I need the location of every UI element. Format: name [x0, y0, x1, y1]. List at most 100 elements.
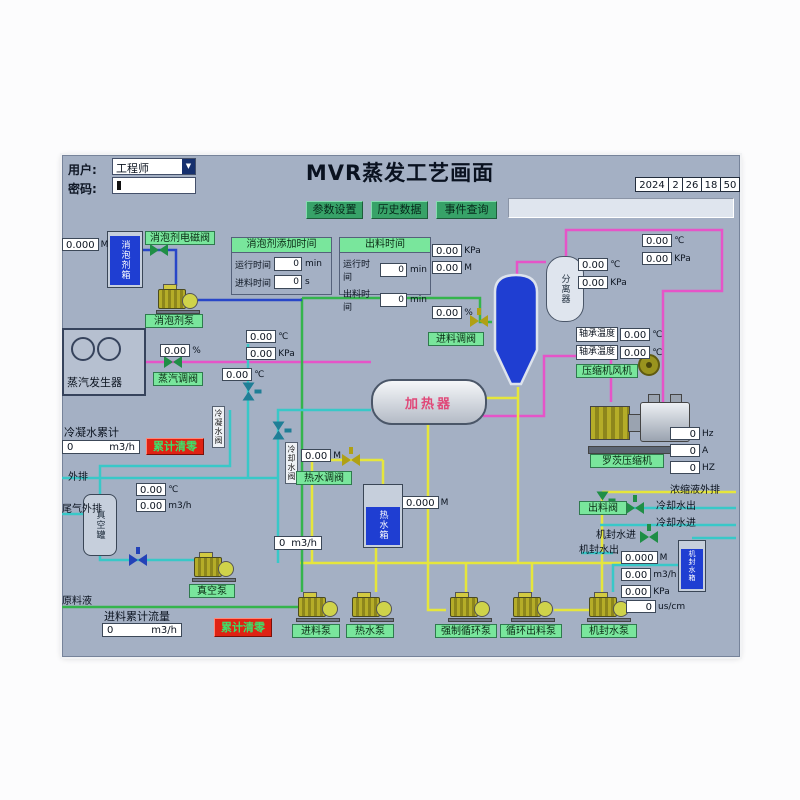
discharge-valve-label: 出料阀	[579, 501, 627, 515]
antifoam-run-value: 0	[274, 257, 303, 271]
hot-water-valve-label: 热水调阀	[296, 471, 352, 485]
hot-water-pump-label: 热水泵	[346, 624, 394, 638]
vacuum-valve[interactable]	[129, 547, 147, 567]
burner-circle-2	[97, 337, 121, 361]
history-button[interactable]: 历史数据	[371, 201, 428, 219]
user-value: 工程师	[116, 162, 149, 175]
antifoam-run-unit: min	[305, 259, 322, 269]
antifoam-run-label: 运行时间	[235, 260, 272, 271]
roots-compressor-label: 罗茨压缩机	[590, 454, 664, 468]
separator-label: 分离器	[559, 274, 570, 304]
exhaust-temp-display: 0.00℃	[136, 483, 178, 496]
seal-water-in-label: 机封水进	[596, 530, 636, 541]
password-label: 密码:	[68, 182, 97, 196]
circulation-discharge-pump-label: 循环出料泵	[500, 624, 562, 638]
seal-tank-label: 机封水箱	[688, 550, 696, 582]
antifoam-valve-label: 消泡剂电磁阀	[145, 231, 215, 245]
seal-water-pump-label: 机封水泵	[581, 624, 637, 638]
discharge-out-value: 0	[380, 293, 408, 307]
cooling-out-valve[interactable]	[626, 495, 644, 515]
text-caret	[117, 181, 121, 190]
feed-pump[interactable]	[296, 592, 340, 622]
datetime-display: 2024 2 26 18 50	[635, 177, 740, 192]
discharge-timer-panel: 出料时间 运行时间 0 min 出料时间 0 min	[339, 237, 431, 313]
chevron-down-icon[interactable]: ▼	[182, 159, 195, 174]
compressor-in-temp-display: 0.00℃	[578, 258, 620, 271]
feed-valve-label: 进料调阀	[428, 332, 484, 346]
vacuum-pump-label: 真空泵	[189, 584, 235, 598]
condensate-valve[interactable]	[242, 383, 262, 401]
date-month: 2	[668, 177, 683, 192]
feed-reset-button[interactable]: 累计清零	[214, 618, 272, 637]
cooling-valve[interactable]	[272, 422, 292, 440]
user-label: 用户:	[68, 163, 97, 177]
condensate-valve-vlabel: 冷凝水阀	[212, 406, 225, 448]
time-hour: 18	[701, 177, 721, 192]
discharge-run-label: 运行时间	[343, 260, 371, 283]
heater-vessel[interactable]: 加热器	[371, 379, 487, 425]
antifoam-tank[interactable]: 消泡剂箱	[107, 231, 143, 288]
compressor-fan-label: 压缩机风机	[576, 364, 638, 378]
page-title: MVR蒸发工艺画面	[305, 161, 495, 185]
feed-total-label: 进料累计流量	[104, 610, 170, 623]
hot-water-tank[interactable]: 热水箱	[363, 484, 403, 548]
hot-water-pump[interactable]	[350, 592, 394, 622]
forced-circulation-pump[interactable]	[448, 592, 492, 622]
condensate-reset-button[interactable]: 累计清零	[146, 438, 204, 455]
concentrate-discharge-label: 浓缩液外排	[670, 485, 720, 496]
antifoam-solenoid-valve[interactable]	[150, 237, 168, 257]
forced-circulation-pump-label: 强制循环泵	[435, 624, 497, 638]
top-right-temp-display: 0.00℃	[642, 234, 684, 247]
antifoam-feed-unit: s	[305, 277, 310, 287]
antifoam-tank-fill	[110, 236, 140, 285]
cooling-water-in-label: 冷却水进	[656, 518, 696, 529]
seal-in-valve[interactable]	[640, 524, 658, 544]
discharge-run-value: 0	[380, 263, 408, 277]
hot-water-valve[interactable]	[342, 447, 360, 467]
evap-percent-display: 0.00%	[432, 306, 473, 319]
hot-water-tank-label: 热水箱	[377, 510, 388, 540]
antifoam-pump[interactable]	[156, 284, 200, 314]
antifoam-timer-panel: 消泡剂添加时间 运行时间 0 min 进料时间 0 s	[231, 237, 332, 295]
vacuum-pump[interactable]	[192, 552, 236, 582]
discharge-out-label: 出料时间	[343, 290, 371, 313]
events-button[interactable]: 事件查询	[436, 201, 497, 219]
params-button[interactable]: 参数设置	[306, 201, 363, 219]
password-input[interactable]	[112, 177, 196, 194]
antifoam-feed-label: 进料时间	[235, 278, 272, 289]
time-minute: 50	[720, 177, 740, 192]
steam-generator[interactable]: 蒸汽发生器	[62, 328, 146, 396]
steam-valve-label: 蒸汽调阀	[153, 372, 203, 386]
evaporator-vessel[interactable]	[492, 272, 540, 388]
condensate-temp-display: 0.00℃	[222, 368, 264, 381]
seal-water-tank[interactable]: 机封水箱	[678, 540, 706, 592]
bearing-temp2-display: 轴承温度 0.00℃	[576, 345, 662, 360]
compressor-motor[interactable]	[590, 406, 630, 440]
heater-temp-display: 0.00℃	[246, 330, 288, 343]
circulation-discharge-pump[interactable]	[511, 592, 555, 622]
user-dropdown[interactable]: 工程师 ▼	[112, 158, 196, 175]
vacuum-tank[interactable]: 真空罐	[83, 494, 117, 556]
seal-tank-fill	[681, 549, 703, 589]
vacuum-tank-label: 真空罐	[94, 510, 105, 540]
message-bar	[508, 198, 734, 218]
discharge-out-unit: min	[410, 295, 427, 305]
feed-pump-label: 进料泵	[292, 624, 340, 638]
seal-water-out-label: 机封水出	[579, 545, 619, 556]
